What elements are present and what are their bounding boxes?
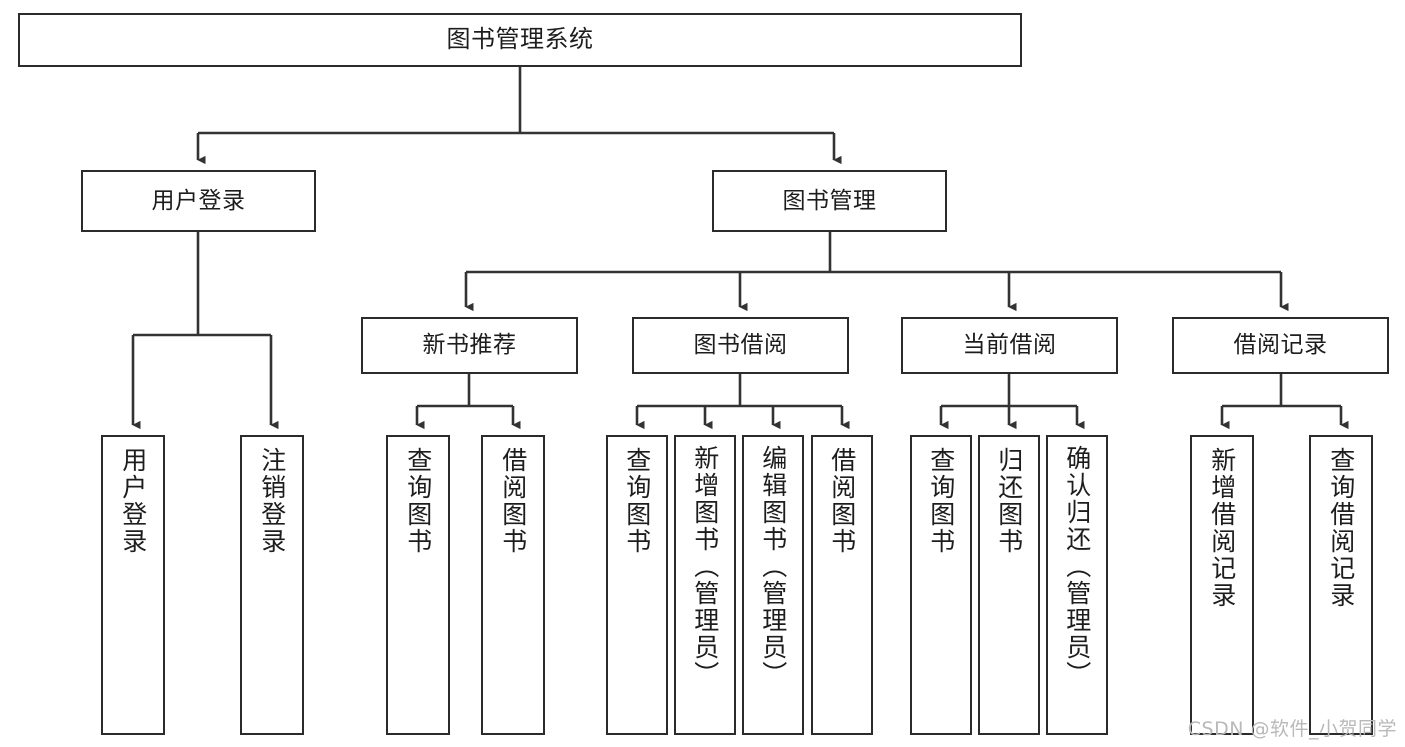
node-root-label: 图书管理系统 [446, 25, 594, 54]
node-leaf-current-borrow-return[interactable]: 归还图书 [978, 435, 1040, 735]
node-current-borrow-label: 当前借阅 [962, 332, 1057, 359]
node-leaf-book-borrow-query[interactable]: 查询图书 [606, 435, 668, 735]
node-borrow-record-label: 借阅记录 [1233, 332, 1328, 359]
node-book-management-label: 图书管理 [782, 187, 877, 214]
node-user-login[interactable]: 用户登录 [81, 170, 316, 232]
node-leaf-label: 注销登录 [257, 447, 287, 555]
node-leaf-label: 查询图书 [926, 447, 956, 555]
node-root-book-management-system[interactable]: 图书管理系统 [18, 13, 1022, 67]
node-leaf-label: 新增借阅记录 [1207, 447, 1237, 609]
node-leaf-user-login-login[interactable]: 用户登录 [101, 435, 165, 735]
node-leaf-label: 查询借阅记录 [1326, 447, 1356, 609]
node-leaf-label: 确认归还（管理员） [1062, 445, 1092, 688]
node-leaf-new-book-borrow[interactable]: 借阅图书 [481, 435, 545, 735]
node-leaf-book-borrow-borrow[interactable]: 借阅图书 [811, 435, 873, 735]
node-new-book-recommend[interactable]: 新书推荐 [361, 317, 578, 374]
node-book-borrow[interactable]: 图书借阅 [632, 317, 849, 374]
node-book-management[interactable]: 图书管理 [712, 170, 947, 232]
node-leaf-new-book-query[interactable]: 查询图书 [386, 435, 450, 735]
node-leaf-label: 用户登录 [118, 447, 148, 555]
node-new-book-recommend-label: 新书推荐 [422, 332, 517, 359]
node-leaf-book-borrow-edit[interactable]: 编辑图书（管理员） [742, 435, 804, 735]
node-book-borrow-label: 图书借阅 [693, 332, 788, 359]
node-leaf-current-borrow-confirm[interactable]: 确认归还（管理员） [1046, 435, 1108, 735]
node-leaf-borrow-record-query[interactable]: 查询借阅记录 [1309, 435, 1373, 735]
node-leaf-label: 借阅图书 [827, 447, 857, 555]
node-leaf-label: 查询图书 [622, 447, 652, 555]
node-leaf-book-borrow-add[interactable]: 新增图书（管理员） [674, 435, 736, 735]
node-leaf-label: 借阅图书 [498, 447, 528, 555]
node-leaf-user-login-logout[interactable]: 注销登录 [240, 435, 304, 735]
node-borrow-record[interactable]: 借阅记录 [1172, 317, 1389, 374]
node-leaf-borrow-record-add[interactable]: 新增借阅记录 [1190, 435, 1254, 735]
node-leaf-current-borrow-query[interactable]: 查询图书 [910, 435, 972, 735]
node-current-borrow[interactable]: 当前借阅 [901, 317, 1118, 374]
node-user-login-label: 用户登录 [151, 187, 246, 214]
csdn-watermark: CSDN @软件_小贺同学 [1187, 718, 1397, 740]
node-leaf-label: 编辑图书（管理员） [758, 445, 788, 688]
node-leaf-label: 新增图书（管理员） [690, 445, 720, 688]
node-leaf-label: 归还图书 [994, 447, 1024, 555]
node-leaf-label: 查询图书 [403, 447, 433, 555]
